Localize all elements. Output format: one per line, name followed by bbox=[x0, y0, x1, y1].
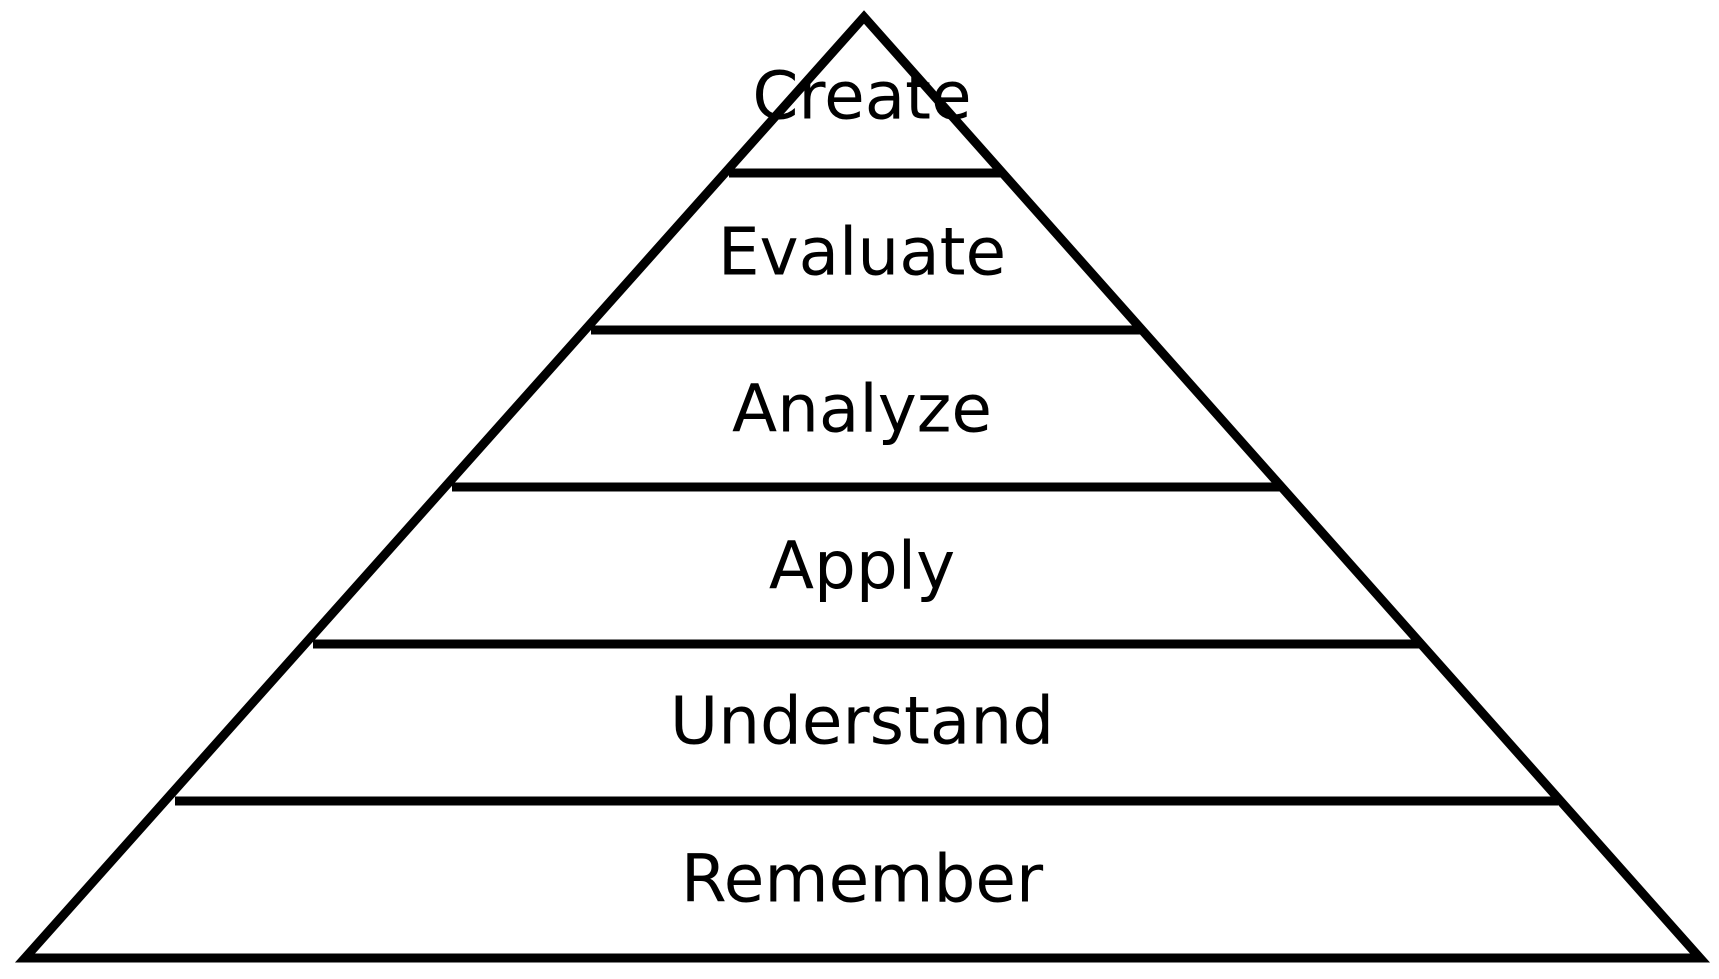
level-label-remember: Remember bbox=[681, 841, 1044, 918]
level-label-understand: Understand bbox=[670, 683, 1054, 760]
level-label-analyze: Analyze bbox=[732, 371, 992, 448]
level-label-apply: Apply bbox=[769, 528, 955, 605]
pyramid-outline bbox=[14, 10, 1711, 963]
level-label-create: Create bbox=[752, 58, 971, 135]
level-label-evaluate: Evaluate bbox=[718, 214, 1006, 291]
